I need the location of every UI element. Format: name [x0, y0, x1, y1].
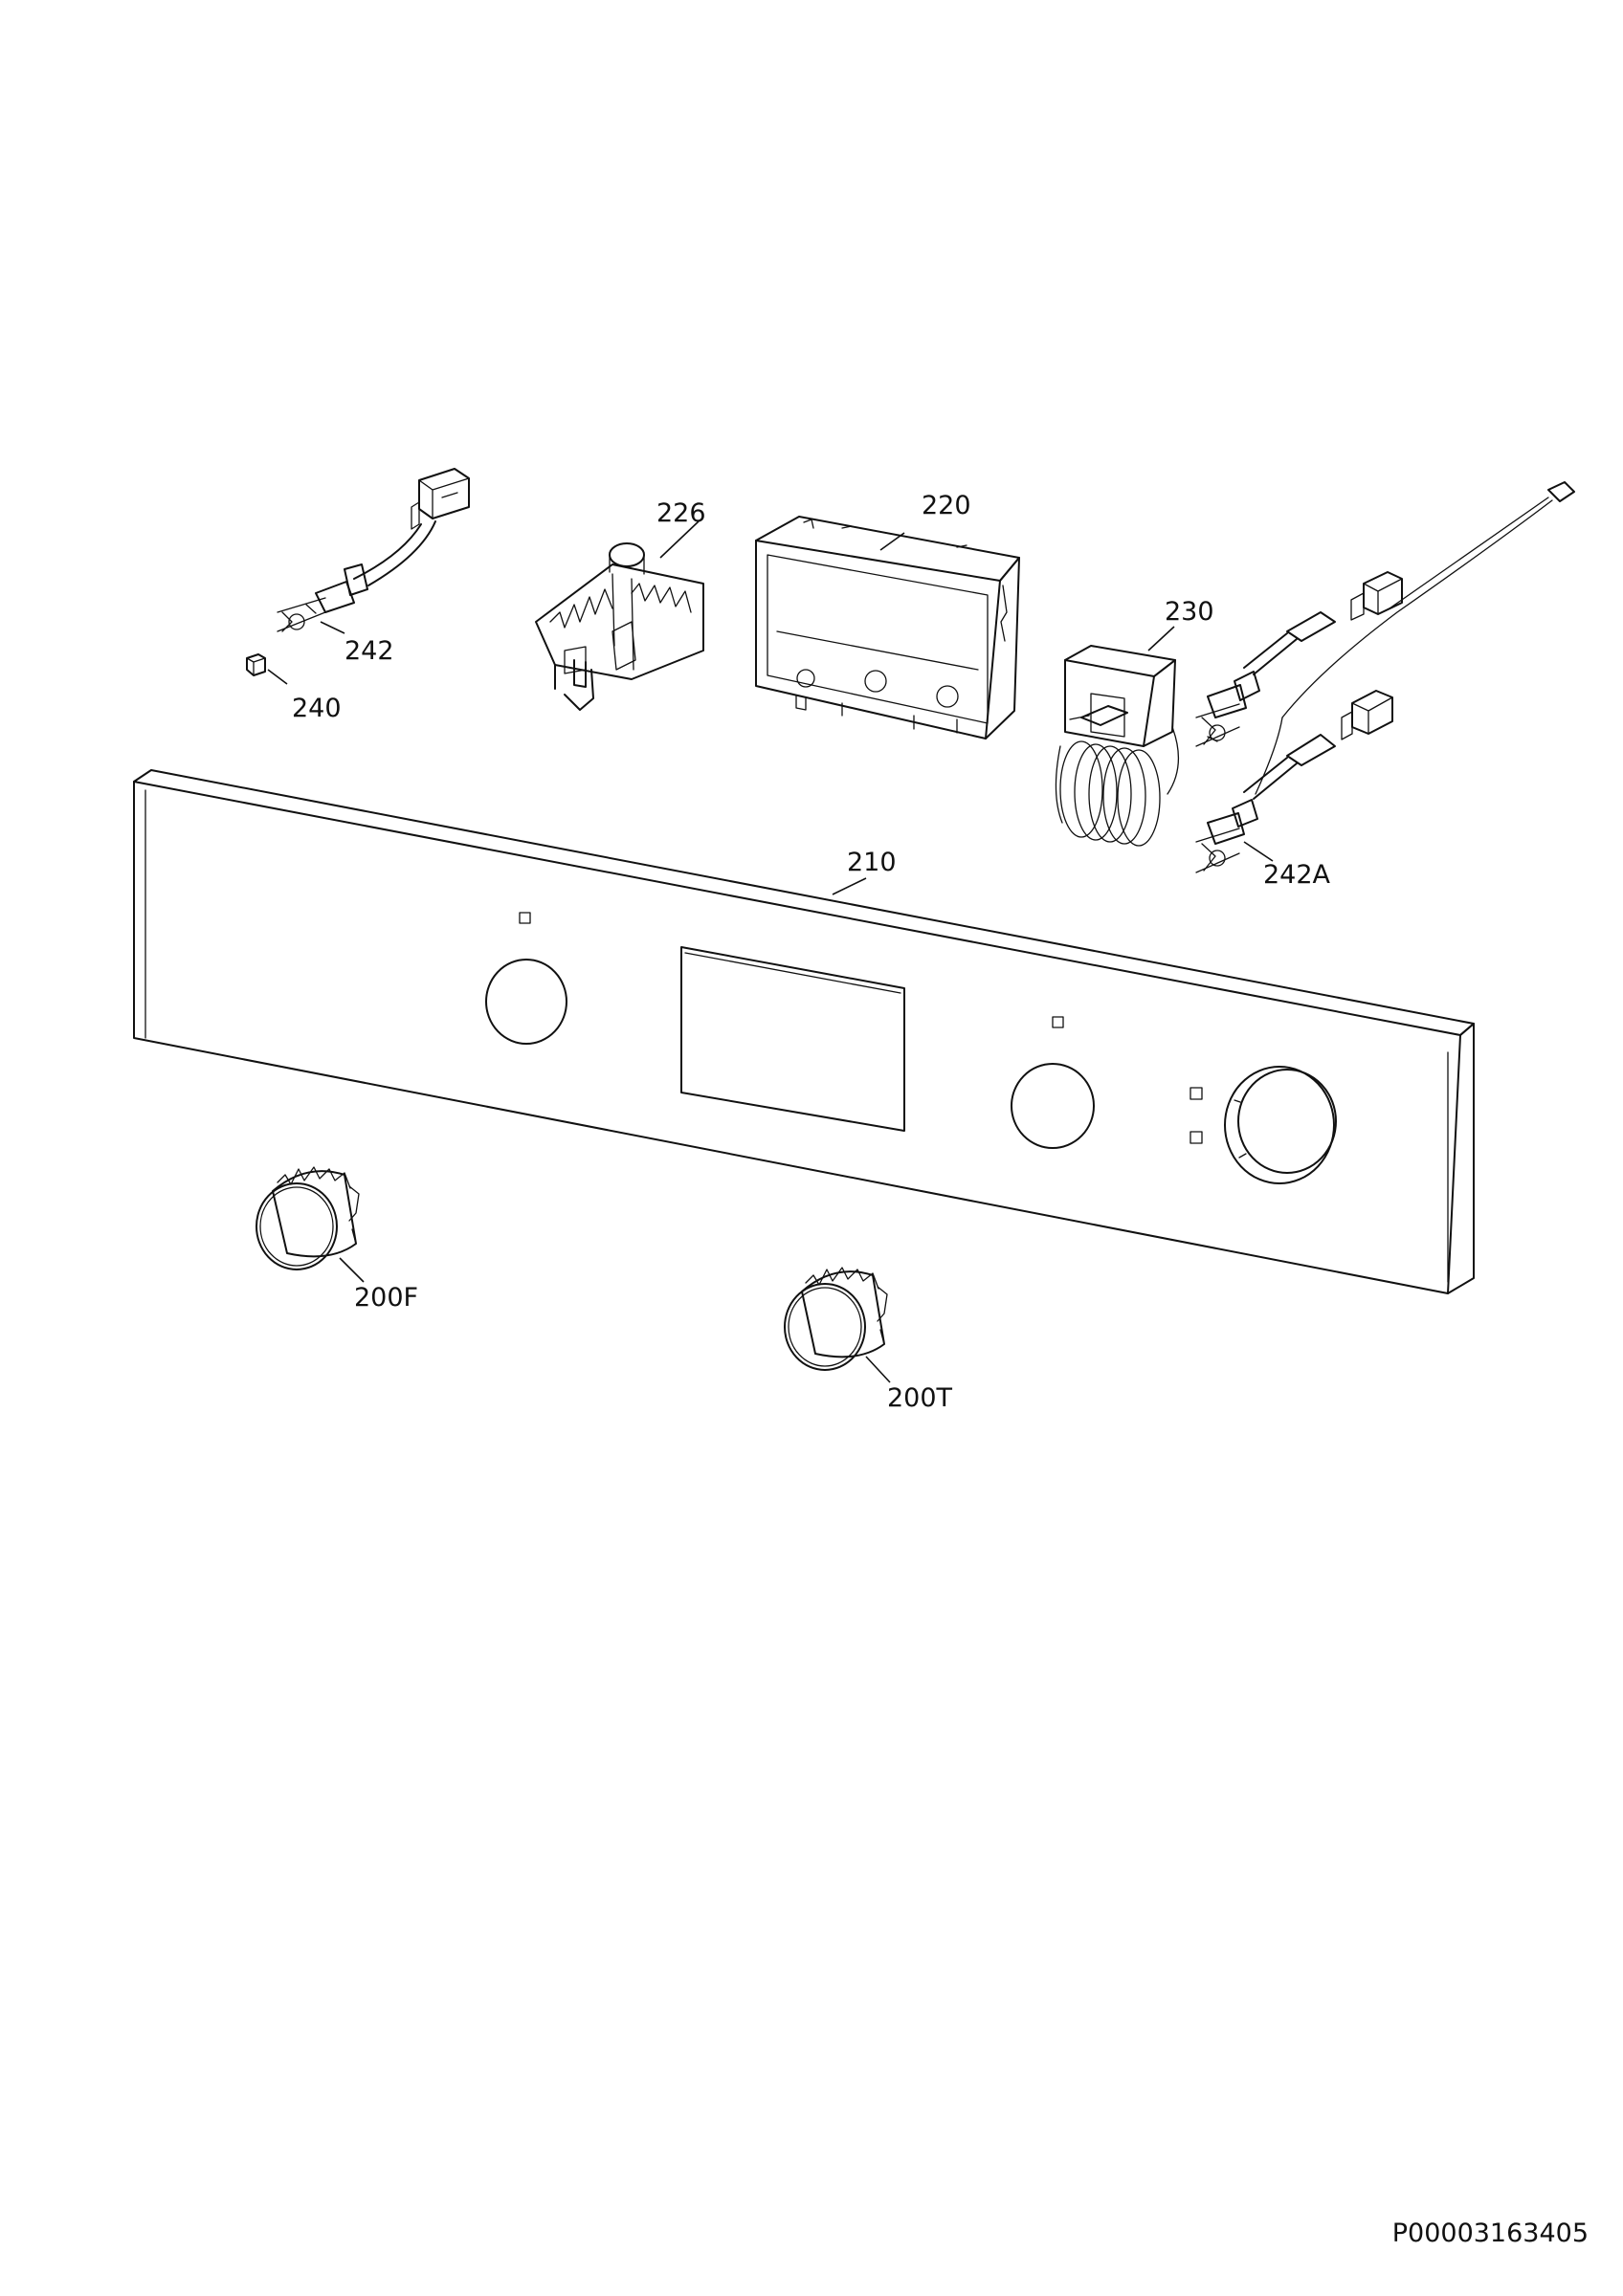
callout-200t: 200T: [887, 1383, 953, 1413]
knob-200t-part: [784, 1267, 888, 1371]
callout-210: 210: [847, 848, 897, 877]
callout-240: 240: [292, 694, 342, 723]
callout-242: 242: [345, 636, 394, 666]
callout-226: 226: [656, 498, 706, 528]
callout-220: 220: [922, 491, 971, 520]
callout-230: 230: [1165, 597, 1214, 627]
lamp-harness-right-part: [1195, 481, 1575, 873]
thermostat-part: [1055, 645, 1180, 847]
callout-242a: 242A: [1263, 860, 1331, 890]
display-housing-part: [755, 516, 1020, 740]
knob-200f-part: [256, 1166, 360, 1270]
lamp-harness-part: [277, 468, 470, 632]
selector-switch-part: [535, 542, 704, 711]
callout-labels: 200F 200T 210 220 226 230 240 242 242A: [292, 491, 1331, 1413]
document-id: P00003163405: [1391, 2219, 1589, 2248]
control-panel-part: [133, 769, 1475, 1294]
clip-part: [246, 653, 266, 676]
callout-200f: 200F: [354, 1283, 418, 1313]
leader-lines: [267, 520, 1274, 1383]
